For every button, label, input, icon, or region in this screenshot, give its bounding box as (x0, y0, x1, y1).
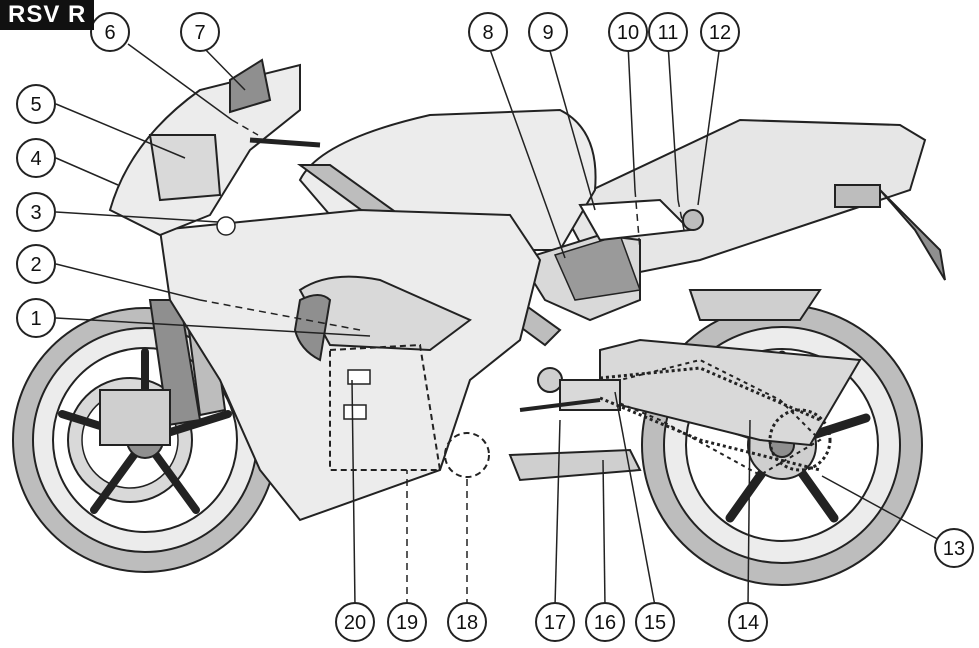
callout-12: 12 (700, 12, 740, 52)
callout-14: 14 (728, 602, 768, 642)
callout-17: 17 (535, 602, 575, 642)
callout-13: 13 (934, 528, 974, 568)
callout-number: 7 (194, 22, 205, 44)
callout-18: 18 (447, 602, 487, 642)
callout-7: 7 (180, 12, 220, 52)
callout-circle (447, 602, 487, 642)
callout-circle (16, 244, 56, 284)
callout-circle (16, 84, 56, 124)
callout-8: 8 (468, 12, 508, 52)
callout-circle (468, 12, 508, 52)
callout-10: 10 (608, 12, 648, 52)
fairing (158, 208, 542, 522)
callout-2: 2 (16, 244, 56, 284)
callout-number: 12 (709, 22, 731, 44)
callout-number: 18 (456, 612, 478, 634)
callout-circle (648, 12, 688, 52)
callout-number: 20 (344, 612, 366, 634)
callout-number: 15 (644, 612, 666, 634)
callout-number: 10 (617, 22, 639, 44)
callout-circle (180, 12, 220, 52)
callout-number: 13 (943, 538, 965, 560)
leader-lines (55, 43, 955, 607)
callout-5: 5 (16, 84, 56, 124)
callout-circle (335, 602, 375, 642)
callout-number: 3 (30, 202, 41, 224)
callout-16: 16 (585, 602, 625, 642)
callout-1: 1 (16, 298, 56, 338)
callout-15: 15 (635, 602, 675, 642)
callout-circle (585, 602, 625, 642)
callout-6: 6 (90, 12, 130, 52)
drive-chain (599, 366, 832, 472)
callout-number: 6 (104, 22, 115, 44)
callout-circle (90, 12, 130, 52)
callout-20: 20 (335, 602, 375, 642)
callout-number: 14 (737, 612, 759, 634)
callout-circle (608, 12, 648, 52)
callout-number: 4 (30, 148, 41, 170)
callout-9: 9 (528, 12, 568, 52)
callout-number: 11 (658, 22, 679, 44)
front-fairing (108, 58, 321, 237)
callout-circle (387, 602, 427, 642)
callout-19: 19 (387, 602, 427, 642)
model-badge: RSV R (0, 0, 95, 30)
callout-3: 3 (16, 192, 56, 232)
callout-number: 9 (542, 22, 553, 44)
lower-exhaust (508, 379, 642, 482)
callout-circle (934, 528, 974, 568)
callout-number: 17 (544, 612, 566, 634)
callout-circle (528, 12, 568, 52)
callout-number: 19 (396, 612, 418, 634)
callout-number: 5 (30, 94, 41, 116)
callout-number: 1 (30, 308, 41, 330)
callout-circle (700, 12, 740, 52)
callout-number: 16 (594, 612, 616, 634)
callout-number: 8 (482, 22, 493, 44)
callout-11: 11 (648, 12, 688, 52)
callout-circle (16, 138, 56, 178)
callout-circle (728, 602, 768, 642)
callout-number: 2 (30, 254, 41, 276)
callout-circle (635, 602, 675, 642)
callout-circle (535, 602, 575, 642)
callout-circle (16, 192, 56, 232)
callout-4: 4 (16, 138, 56, 178)
callout-circle (16, 298, 56, 338)
